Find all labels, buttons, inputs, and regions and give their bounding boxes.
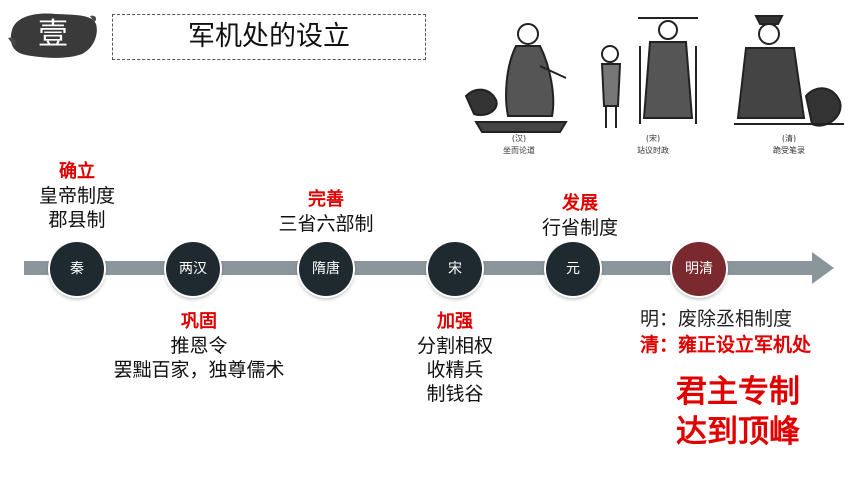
label-lianghan: 巩固 推恩令 罢黜百家，独尊儒术 — [94, 310, 304, 382]
label-suitang-line1: 三省六部制 — [278, 213, 374, 235]
conclusion-line1: 君主专制 — [676, 374, 800, 410]
page-title: 军机处的设立 — [188, 21, 350, 52]
label-lianghan-line1: 推恩令 — [170, 335, 228, 357]
han-dynasty-label: (汉) — [511, 134, 527, 143]
label-song-line3: 制钱谷 — [426, 383, 484, 405]
conclusion-text: 君主专制 达到顶峰 — [660, 372, 816, 452]
ming-note: 明：废除丞相制度 — [640, 308, 793, 330]
han-illustration: (汉) 坐而论道 — [456, 6, 586, 155]
label-yuan-line1: 行省制度 — [541, 217, 618, 239]
ink-brush-stroke — [8, 13, 97, 58]
title-box: 军机处的设立 — [112, 14, 426, 60]
node-qin: 秦 — [50, 242, 104, 296]
conclusion-line2: 达到顶峰 — [676, 414, 800, 450]
label-qin-heading: 确立 — [59, 161, 95, 182]
label-qin-line1: 皇帝制度 — [38, 185, 115, 207]
label-mingqing: 明：废除丞相制度 清：雍正设立军机处 — [640, 306, 811, 358]
label-lianghan-line2: 罢黜百家，独尊儒术 — [113, 359, 285, 381]
label-song-line1: 分割相权 — [416, 335, 493, 357]
han-caption: 坐而论道 — [503, 146, 535, 155]
node-yuan: 元 — [546, 242, 600, 296]
qing-dynasty-label: (清) — [781, 134, 797, 143]
label-song: 加强 分割相权 收精兵 制钱谷 — [400, 310, 510, 406]
node-mingqing: 明清 — [672, 242, 726, 296]
song-caption: 站议时政 — [637, 146, 669, 155]
qing-note: 清：雍正设立军机处 — [640, 334, 812, 356]
label-suitang-heading: 完善 — [308, 189, 344, 210]
label-song-heading: 加强 — [437, 311, 473, 332]
label-yuan-heading: 发展 — [562, 193, 598, 214]
node-suitang: 隋唐 — [299, 242, 353, 296]
song-dynasty-label: (宋) — [645, 134, 661, 143]
song-illustration: (宋) 站议时政 — [588, 6, 718, 155]
section-badge: 壹 — [6, 8, 100, 62]
node-song: 宋 — [428, 242, 482, 296]
node-lianghan: 两汉 — [166, 242, 220, 296]
label-suitang: 完善 三省六部制 — [266, 188, 386, 236]
label-yuan: 发展 行省制度 — [520, 192, 640, 240]
label-song-line2: 收精兵 — [426, 359, 484, 381]
label-qin: 确立 皇帝制度 郡县制 — [22, 160, 132, 232]
qing-caption: 跪受笔录 — [773, 146, 805, 155]
badge-character: 壹 — [38, 17, 68, 52]
label-lianghan-heading: 巩固 — [181, 311, 217, 332]
qing-illustration: (清) 跪受笔录 — [724, 6, 854, 155]
label-qin-line2: 郡县制 — [48, 209, 106, 231]
